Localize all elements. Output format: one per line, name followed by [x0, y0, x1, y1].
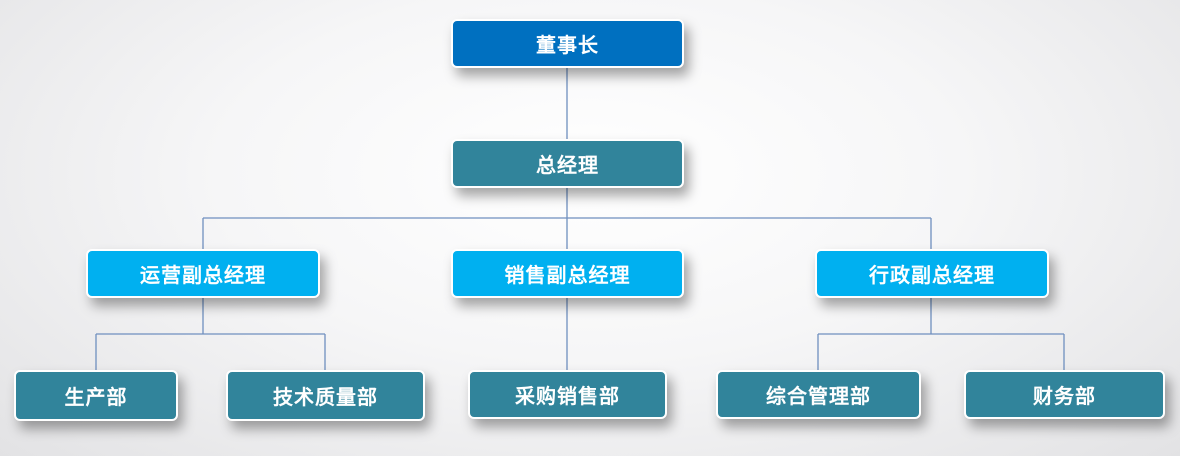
node-dept-purchasing-sales-label: 采购销售部: [515, 384, 620, 408]
node-dept-general-admin: 综合管理部: [716, 370, 921, 419]
node-dept-production-label: 生产部: [64, 385, 128, 409]
node-dept-general-admin-label: 综合管理部: [766, 384, 871, 408]
node-vp-administration: 行政副总经理: [815, 249, 1049, 298]
node-vp-operations-label: 运营副总经理: [140, 263, 266, 287]
node-dept-finance: 财务部: [964, 370, 1165, 419]
node-dept-tech-quality: 技术质量部: [226, 370, 425, 421]
node-dept-purchasing-sales: 采购销售部: [468, 370, 667, 419]
node-dept-finance-label: 财务部: [1033, 384, 1096, 408]
node-vp-sales: 销售副总经理: [451, 249, 684, 298]
node-chairman-label: 董事长: [536, 33, 599, 57]
node-general-manager-label: 总经理: [536, 153, 599, 177]
node-vp-administration-label: 行政副总经理: [869, 263, 995, 287]
node-general-manager: 总经理: [451, 139, 684, 188]
node-chairman: 董事长: [451, 19, 684, 68]
node-dept-tech-quality-label: 技术质量部: [273, 385, 378, 409]
node-vp-operations: 运营副总经理: [86, 249, 320, 298]
node-vp-sales-label: 销售副总经理: [504, 263, 631, 287]
node-dept-production: 生产部: [14, 370, 178, 421]
